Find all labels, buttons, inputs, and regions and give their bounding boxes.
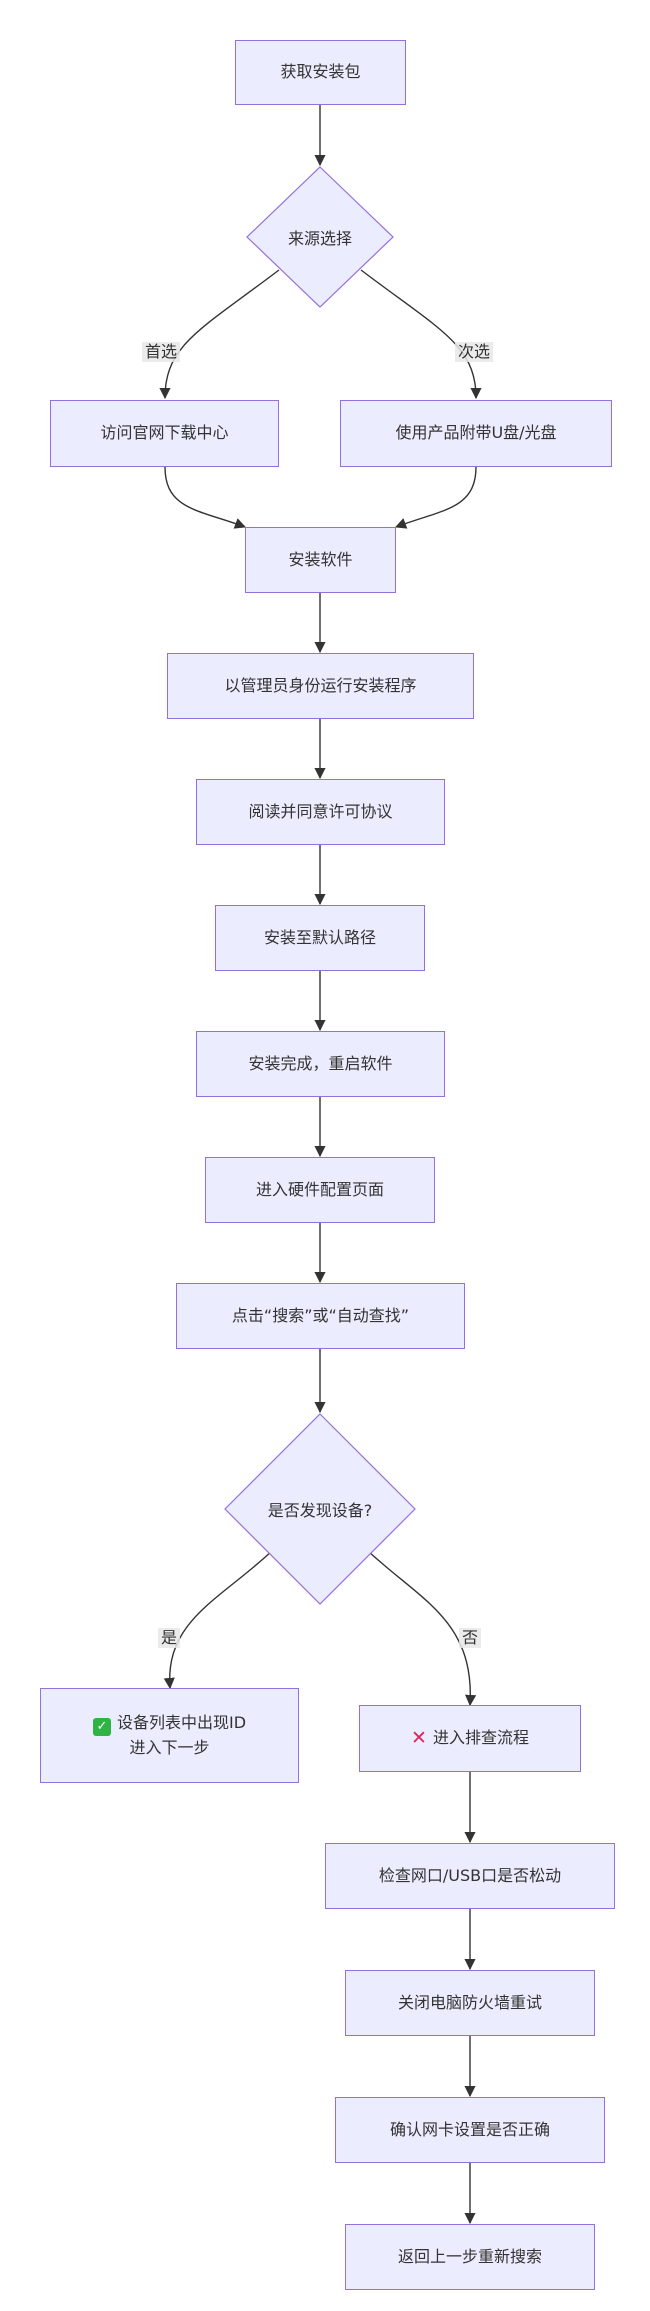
node-device-found: 是否发现设备?: [267, 1501, 373, 1520]
node-default-path: 安装至默认路径: [215, 905, 425, 971]
node-install-software: 安装软件: [245, 527, 396, 593]
node-nic-settings: 确认网卡设置是否正确: [335, 2097, 605, 2163]
node-read-agreement: 阅读并同意许可协议: [196, 779, 445, 845]
decision-diamond-device: [224, 1413, 416, 1605]
node-get-package: 获取安装包: [235, 40, 406, 105]
check-mark-icon: ✓: [92, 1717, 111, 1736]
node-hw-config: 进入硬件配置页面: [205, 1157, 435, 1223]
edge-official-to-install: [164, 466, 247, 529]
decision-diamond-source: [246, 166, 394, 308]
edge-decision-to-no: [366, 1549, 477, 1707]
edge-usb-to-install: [394, 466, 477, 529]
cross-mark-icon: ✕: [411, 1726, 427, 1749]
edge-label-yes: 是: [158, 1628, 181, 1648]
node-install-done: 安装完成，重启软件: [196, 1031, 445, 1097]
node-official-site: 访问官网下载中心: [50, 400, 279, 467]
node-firewall: 关闭电脑防火墙重试: [345, 1970, 595, 2036]
node-source-choice: 来源选择: [287, 229, 352, 248]
edge-decision-to-yes: [163, 1549, 274, 1690]
node-usb-disk: 使用产品附带U盘/光盘: [340, 400, 612, 467]
node-retry-search: 返回上一步重新搜索: [345, 2224, 595, 2290]
edge-label-secondary: 次选: [455, 342, 494, 362]
node-troubleshoot: ✕进入排查流程: [359, 1705, 581, 1772]
edge-label-no: 否: [459, 1628, 482, 1648]
edge-choice-to-official: [159, 269, 280, 400]
node-device-id: ✓设备列表中出现ID 进入下一步: [40, 1688, 299, 1783]
node-run-as-admin: 以管理员身份运行安装程序: [167, 653, 474, 719]
node-device-id-line1: ✓设备列表中出现ID: [92, 1711, 246, 1736]
edge-choice-to-usb: [360, 269, 482, 400]
node-click-search: 点击“搜索”或“自动查找”: [176, 1283, 465, 1349]
node-device-id-line2: 进入下一步: [129, 1737, 210, 1757]
edge-label-preferred: 首选: [142, 342, 181, 362]
node-check-ports: 检查网口/USB口是否松动: [325, 1843, 615, 1909]
